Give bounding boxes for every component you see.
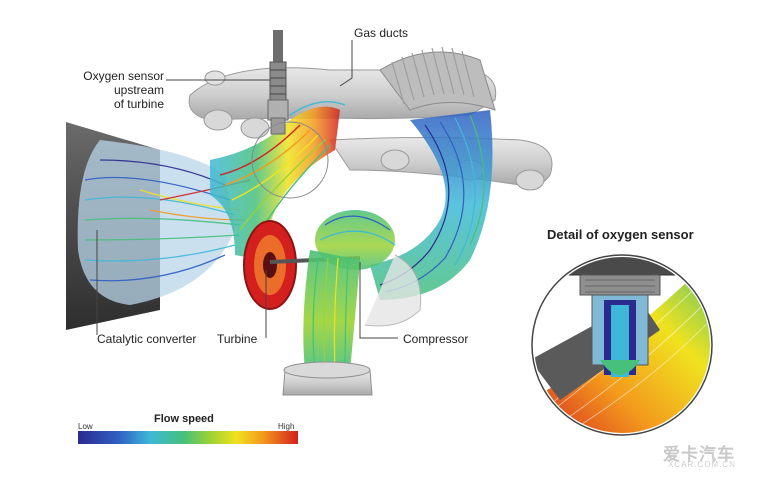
detail-title: Detail of oxygen sensor [547,227,694,242]
gas-ducts [188,46,553,191]
flow-speed-color-scale [78,431,298,444]
oxygen-sensor-label-line3: of turbine [113,97,164,111]
leader-lines [96,40,398,339]
oxygen-sensor-detail [531,254,713,436]
catalytic-converter-label: Catalytic converter [97,332,197,346]
legend-high-label: High [278,422,295,431]
oxygen-sensor [251,30,329,199]
legend-title: Flow speed [154,413,214,425]
watermark-logo: 爱卡汽车 [663,445,735,464]
catalytic-converter [66,122,251,330]
compressor-label: Compressor [403,332,469,346]
watermark-url: XCAR.COM.CN [668,460,736,469]
oxygen-sensor-label-line1: Oxygen sensor [83,69,164,83]
oxygen-sensor-label-line2: upstream [113,83,164,97]
turbine-flow [210,101,361,310]
turbine-label: Turbine [217,332,258,346]
oxygen-sensor-label: Oxygen sensor upstream of turbine [72,69,164,111]
gas-ducts-label: Gas ducts [354,26,409,40]
legend-low-label: Low [78,422,93,431]
compressor-flow [282,210,422,396]
